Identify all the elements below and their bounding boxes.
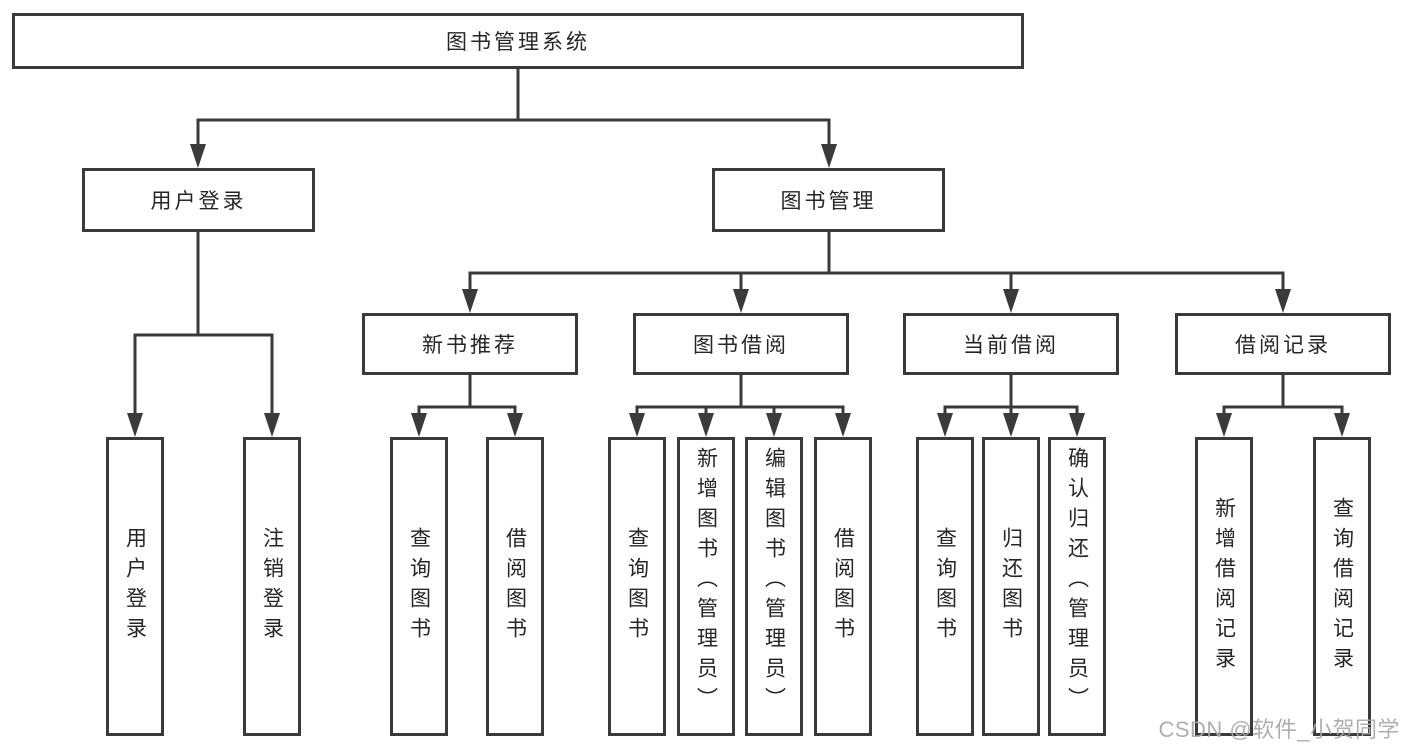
- connector-user-login: [127, 232, 280, 437]
- connector-current-borrow: [937, 375, 1085, 437]
- node-current-borrow-label: 当前借阅: [963, 334, 1059, 357]
- leaf-confirm-return-admin: 确认归还（管理员）: [1048, 437, 1106, 736]
- leaf-logout: 注销登录: [243, 437, 301, 736]
- leaf-query-books-recommend-label: 查询图书: [407, 526, 431, 647]
- leaf-query-books-borrow-label: 查询图书: [625, 526, 649, 647]
- node-new-book-recommend: 新书推荐: [362, 313, 578, 375]
- node-borrow-records: 借阅记录: [1175, 313, 1391, 375]
- leaf-query-books-current: 查询图书: [916, 437, 974, 736]
- leaf-logout-label: 注销登录: [260, 526, 284, 647]
- csdn-watermark: CSDN @软件_小贺同学: [1158, 717, 1400, 742]
- connector-borrow-records: [1216, 375, 1350, 437]
- leaf-query-borrow-record: 查询借阅记录: [1313, 437, 1371, 736]
- leaf-query-borrow-record-label: 查询借阅记录: [1330, 496, 1354, 677]
- leaf-edit-book-admin: 编辑图书（管理员）: [745, 437, 803, 736]
- leaf-return-books-label: 归还图书: [999, 526, 1023, 647]
- node-user-login-label: 用户登录: [150, 190, 247, 213]
- leaf-borrow-books-recommend-label: 借阅图书: [503, 526, 527, 647]
- node-new-book-recommend-label: 新书推荐: [422, 334, 518, 357]
- connector-root: [190, 69, 837, 168]
- leaf-borrow-books-recommend: 借阅图书: [486, 437, 544, 736]
- node-root-label: 图书管理系统: [446, 31, 590, 54]
- leaf-return-books: 归还图书: [982, 437, 1040, 736]
- node-book-management: 图书管理: [712, 168, 945, 232]
- node-current-borrow: 当前借阅: [903, 313, 1119, 375]
- connector-book-management: [462, 232, 1291, 313]
- leaf-borrow-books-borrow-label: 借阅图书: [831, 526, 855, 647]
- leaf-query-books-current-label: 查询图书: [933, 526, 957, 647]
- leaf-query-books-recommend: 查询图书: [390, 437, 448, 736]
- leaf-user-login: 用户登录: [106, 437, 164, 736]
- leaf-user-login-label: 用户登录: [123, 526, 147, 647]
- leaf-add-book-admin: 新增图书（管理员）: [677, 437, 735, 736]
- leaf-query-books-borrow: 查询图书: [608, 437, 666, 736]
- node-borrow-records-label: 借阅记录: [1235, 334, 1331, 357]
- node-root: 图书管理系统: [12, 13, 1024, 69]
- leaf-edit-book-admin-label: 编辑图书（管理员）: [762, 447, 786, 717]
- leaf-add-borrow-record-label: 新增借阅记录: [1212, 496, 1236, 677]
- connector-new-book-recommend: [411, 375, 523, 437]
- node-book-borrow-label: 图书借阅: [693, 334, 789, 357]
- leaf-borrow-books-borrow: 借阅图书: [814, 437, 872, 736]
- node-book-management-label: 图书管理: [780, 190, 877, 213]
- node-user-login: 用户登录: [82, 168, 315, 232]
- leaf-confirm-return-admin-label: 确认归还（管理员）: [1065, 447, 1089, 717]
- leaf-add-book-admin-label: 新增图书（管理员）: [694, 447, 718, 717]
- connector-book-borrow: [629, 375, 851, 437]
- leaf-add-borrow-record: 新增借阅记录: [1195, 437, 1253, 736]
- node-book-borrow: 图书借阅: [633, 313, 849, 375]
